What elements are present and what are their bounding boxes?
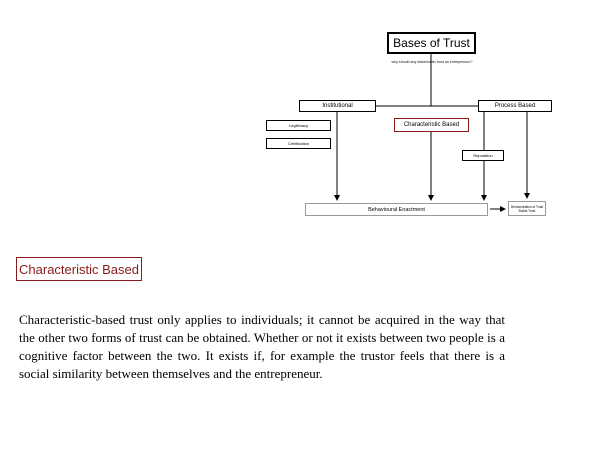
node-process-based: Process Based (478, 100, 552, 112)
diagram-title: Bases of Trust (387, 32, 476, 54)
diagram-subtitle: why should any stakeholder trust an entr… (391, 60, 473, 64)
node-legitimacy: Legitimacy (266, 120, 331, 131)
node-institutional: Institutional (299, 100, 376, 112)
node-certification: Certification (266, 138, 331, 149)
node-reputation: Reputation (462, 150, 504, 161)
section-body: Characteristic-based trust only applies … (19, 312, 505, 381)
node-characteristic-based: Characteristic Based (394, 118, 469, 132)
node-behavioural-enactment: Behavioural Enactment (305, 203, 488, 216)
node-demonstration: Demonstration of Trust Builds Trust (508, 201, 546, 216)
section-heading: Characteristic Based (16, 257, 142, 281)
